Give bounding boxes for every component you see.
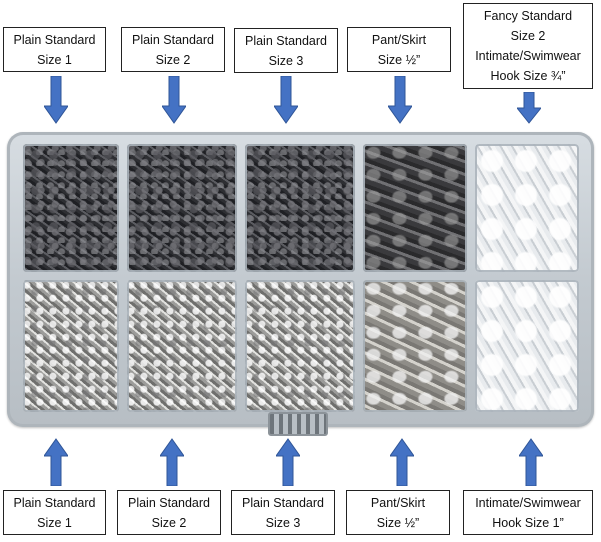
top-label-fancy-standard-intimate: Fancy Standard Size 2 Intimate/Swimwear … [463, 3, 593, 89]
organizer-box-photo [7, 132, 594, 427]
bottom-label-plain-standard-size-1: Plain Standard Size 1 [3, 490, 106, 535]
compartment-plain-size-1-silver [23, 280, 119, 412]
arrow-up-icon [160, 438, 184, 486]
arrow-up-icon [390, 438, 414, 486]
top-label-pant-skirt: Pant/Skirt Size ½” [347, 27, 451, 72]
label-line: Size 2 [510, 29, 546, 43]
label-line: Plain Standard [244, 33, 327, 48]
label-line: Plain Standard [13, 495, 96, 510]
label-line: Intimate/Swimwear [475, 49, 581, 63]
box-latch [268, 412, 328, 436]
arrow-up-icon [44, 438, 68, 486]
label-line: Size 1 [37, 52, 72, 67]
top-label-plain-standard-size-2: Plain Standard Size 2 [121, 27, 225, 72]
arrow-up-icon [519, 438, 543, 486]
label-line: Size ½” [376, 515, 420, 530]
bottom-label-plain-standard-size-2: Plain Standard Size 2 [117, 490, 221, 535]
label-line: Hook Size 1” [492, 515, 564, 530]
arrow-down-icon [162, 76, 186, 124]
compartment-plain-size-1-black [23, 144, 119, 272]
bottom-label-plain-standard-size-3: Plain Standard Size 3 [231, 490, 335, 535]
bottom-label-intimate-swimwear: Intimate/Swimwear Hook Size 1” [463, 490, 593, 535]
arrow-down-icon [388, 76, 412, 124]
label-line: Size 2 [151, 515, 187, 530]
arrow-down-icon [517, 92, 541, 124]
compartment-plain-size-3-black [245, 144, 355, 272]
label-line: Fancy Standard [483, 9, 573, 23]
label-line: Size 2 [155, 52, 191, 67]
compartment-pant-skirt-black [363, 144, 467, 272]
arrow-up-icon [276, 438, 300, 486]
label-line: Pant/Skirt [370, 495, 426, 510]
compartment-intimate-clear [475, 280, 579, 412]
label-line: Hook Size ¾” [490, 69, 566, 83]
top-label-plain-standard-size-1: Plain Standard Size 1 [3, 27, 106, 72]
top-label-plain-standard-size-3: Plain Standard Size 3 [234, 28, 338, 73]
bottom-label-pant-skirt: Pant/Skirt Size ½” [346, 490, 450, 535]
label-line: Size ½” [377, 52, 421, 67]
label-line: Pant/Skirt [371, 32, 427, 47]
compartment-plain-size-2-black [127, 144, 237, 272]
arrow-down-icon [44, 76, 68, 124]
label-line: Size 3 [265, 515, 301, 530]
label-line: Size 1 [37, 515, 72, 530]
arrow-down-icon [274, 76, 298, 124]
label-line: Intimate/Swimwear [475, 495, 581, 510]
label-line: Plain Standard [131, 32, 214, 47]
label-line: Plain Standard [13, 32, 96, 47]
label-line: Plain Standard [127, 495, 210, 510]
compartment-fancy-clear [475, 144, 579, 272]
label-line: Plain Standard [241, 495, 324, 510]
compartment-plain-size-2-silver [127, 280, 237, 412]
compartment-plain-size-3-silver [245, 280, 355, 412]
label-line: Size 3 [268, 53, 304, 68]
compartment-pant-skirt-silver [363, 280, 467, 412]
